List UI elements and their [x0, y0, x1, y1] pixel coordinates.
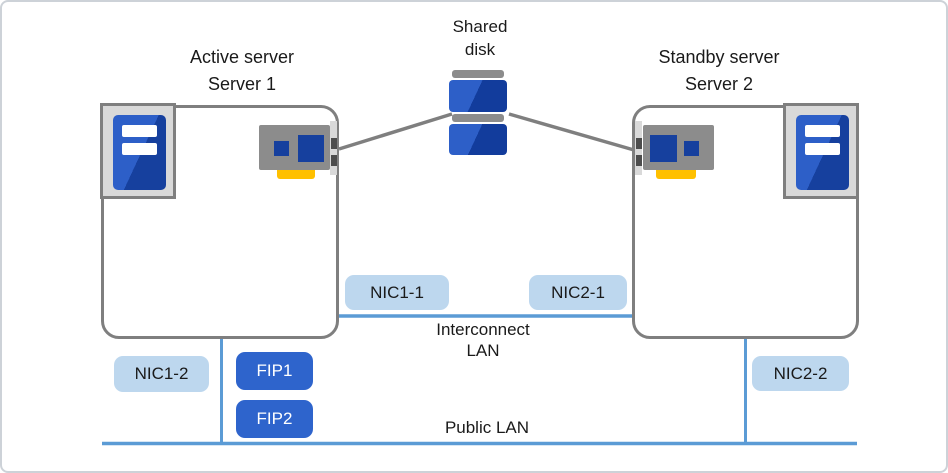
- server-tower-body: [796, 115, 849, 190]
- nic1-1-badge: NIC1-1: [345, 275, 449, 310]
- public-lan-label: Public LAN: [397, 418, 577, 438]
- disk-to-server2-line: [508, 112, 635, 152]
- tower-slot: [122, 125, 157, 137]
- nic2-1-badge: NIC2-1: [529, 275, 627, 310]
- nic-port: [636, 155, 642, 166]
- server2-box: [632, 105, 859, 339]
- shared-disk-label-line1: Shared: [452, 17, 508, 36]
- nic-edge-connector: [656, 170, 696, 179]
- interconnect-lan-label-line1: Interconnect: [436, 320, 530, 339]
- server-tower-body: [113, 115, 166, 190]
- server1-box: [101, 105, 339, 339]
- standby-server-label: Standby server Server 2: [619, 44, 819, 98]
- nic-port: [331, 138, 337, 149]
- nic-edge-connector: [277, 170, 315, 179]
- nic2-2-badge: NIC2-2: [752, 356, 849, 391]
- disk-unit: [449, 80, 507, 112]
- server-tower-icon: [783, 103, 859, 199]
- disk-unit: [449, 124, 507, 155]
- shared-disk-label: Shared disk: [400, 15, 560, 61]
- shared-disk-icon: [449, 70, 507, 155]
- standby-server-role: Standby server: [658, 47, 780, 67]
- nic-chip: [274, 141, 289, 156]
- nic-chip: [684, 141, 699, 156]
- nic-chip: [298, 135, 324, 162]
- nic-card-icon: [259, 121, 338, 179]
- active-server-label: Active server Server 1: [142, 44, 342, 98]
- tower-slot: [122, 143, 157, 155]
- tower-slot: [805, 125, 840, 137]
- active-server-name: Server 1: [207, 74, 277, 94]
- disk-cap: [452, 70, 504, 78]
- interconnect-lan-label-line2: LAN: [466, 341, 500, 360]
- public-lan-label-text: Public LAN: [444, 418, 530, 437]
- fip1-badge: FIP1: [236, 352, 313, 390]
- disk-cap: [452, 114, 504, 122]
- shared-disk-label-line2: disk: [464, 40, 496, 59]
- standby-server-name: Server 2: [684, 74, 754, 94]
- interconnect-lan-label: Interconnect LAN: [383, 319, 583, 361]
- tower-slot: [805, 143, 840, 155]
- disk-to-server1-line: [338, 112, 453, 151]
- server-tower-icon: [100, 103, 176, 199]
- nic1-2-badge: NIC1-2: [114, 356, 209, 392]
- fip2-badge: FIP2: [236, 400, 313, 438]
- nic-port: [331, 155, 337, 166]
- active-server-role: Active server: [189, 47, 295, 67]
- nic-port: [636, 138, 642, 149]
- nic-chip: [650, 135, 677, 162]
- nic-card-icon: [635, 121, 714, 179]
